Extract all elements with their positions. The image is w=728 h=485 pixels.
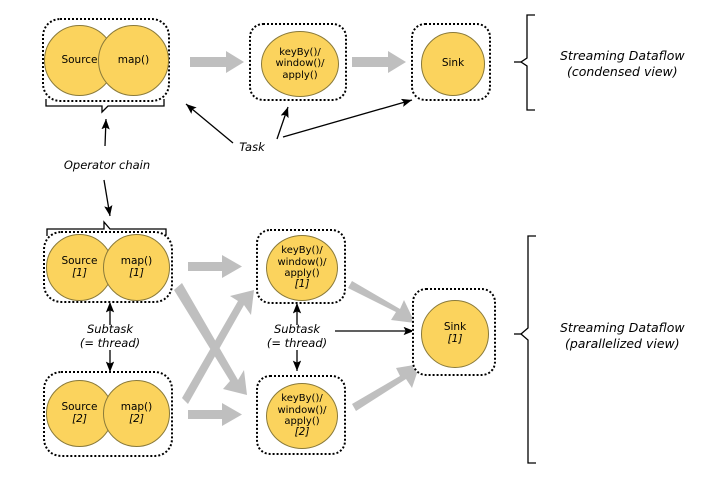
condensed-window-task-box[interactable]: keyBy()/ window()/ apply() (249, 23, 347, 101)
subtask-right-line1: Subtask (273, 322, 321, 336)
node-index: [2] (294, 425, 310, 438)
node-label-line2: window()/ (277, 404, 327, 416)
arrow-chain2-to-window2 (188, 403, 242, 426)
arrow-window2-to-sink (352, 364, 420, 411)
node-label-line2: window()/ (275, 58, 325, 70)
node-label-line3: apply() (282, 69, 318, 81)
parallel-brace (514, 235, 536, 464)
parallel-node-map-1[interactable]: map() [1] (103, 234, 170, 301)
node-index: [1] (72, 266, 87, 279)
condensed-flow-arrows (190, 51, 406, 73)
node-label-line1: keyBy()/ (279, 47, 321, 59)
arrow-window1-to-sink (348, 281, 415, 323)
arrow-chain1-to-window1 (188, 255, 242, 278)
node-label: map() (120, 400, 153, 413)
node-index: [2] (129, 412, 144, 425)
node-index: [1] (129, 266, 144, 279)
node-label-line1: keyBy()/ (281, 245, 323, 257)
annotation-operator-chain: Operator chain (63, 158, 151, 172)
parallel-flow-arrows (174, 255, 420, 426)
caption-line1: Streaming Dataflow (560, 48, 685, 63)
operator-chain-brace-condensed (45, 99, 165, 114)
node-label: Sink (441, 57, 465, 70)
leader-task-to-sink (282, 98, 413, 138)
parallel-window-task-box-2[interactable]: keyBy()/ window()/ apply() [2] (256, 375, 346, 455)
subtask-right-line2: (= thread) (266, 336, 328, 351)
caption-line2: (parallelized view) (564, 336, 680, 352)
arrow-chain1-to-window2 (174, 283, 247, 395)
parallel-node-map-2[interactable]: map() [2] (103, 380, 170, 447)
node-label: map() (120, 254, 153, 267)
condensed-node-window[interactable]: keyBy()/ window()/ apply() (261, 31, 339, 97)
condensed-node-sink[interactable]: Sink (421, 32, 485, 96)
arrow-chain2-to-window1 (182, 290, 254, 404)
condensed-node-map[interactable]: map() (98, 25, 169, 96)
leader-task-to-window (276, 106, 289, 140)
condensed-view-caption: Streaming Dataflow (condensed view) (560, 48, 685, 81)
caption-line2: (condensed view) (566, 64, 678, 80)
leader-operator-chain-down (103, 179, 113, 217)
leader-operator-chain-up (101, 118, 110, 147)
node-index: [2] (72, 412, 87, 425)
node-index: [1] (294, 277, 310, 290)
operator-chain-brace-parallel (46, 220, 167, 236)
node-label: Source (61, 400, 98, 413)
leader-task-to-chain (185, 103, 234, 144)
node-label-line1: keyBy()/ (281, 393, 323, 405)
arrow-window-to-sink (352, 51, 406, 73)
condensed-brace (514, 14, 535, 111)
node-label: Sink (443, 321, 467, 334)
subtask-left-line2: (= thread) (79, 336, 141, 351)
subtask-left-line1: Subtask (86, 322, 134, 336)
node-label-line3: apply() (284, 415, 320, 427)
annotation-subtask-right: Subtask (= thread) (245, 322, 349, 351)
node-label: map() (117, 53, 150, 66)
node-label: Source (61, 53, 98, 66)
parallel-node-window-2[interactable]: keyBy()/ window()/ apply() [2] (266, 383, 338, 449)
parallel-window-task-box-1[interactable]: keyBy()/ window()/ apply() [1] (256, 229, 346, 304)
annotation-task: Task (239, 140, 265, 154)
parallelized-view-caption: Streaming Dataflow (parallelized view) (560, 320, 685, 353)
parallel-node-window-1[interactable]: keyBy()/ window()/ apply() [1] (266, 235, 338, 301)
annotation-subtask-left: Subtask (= thread) (58, 322, 162, 351)
node-label-line2: window()/ (277, 256, 327, 268)
arrow-chain-to-window (190, 51, 244, 73)
parallel-sink-task-box[interactable]: Sink [1] (412, 288, 496, 376)
parallel-node-sink[interactable]: Sink [1] (421, 300, 489, 368)
parallel-node-source-2[interactable]: Source [2] (46, 380, 113, 447)
node-label: Source (61, 254, 98, 267)
node-label-line3: apply() (284, 267, 320, 279)
caption-line1: Streaming Dataflow (560, 320, 685, 335)
node-index: [1] (447, 333, 463, 345)
condensed-sink-task-box[interactable]: Sink (411, 23, 491, 101)
